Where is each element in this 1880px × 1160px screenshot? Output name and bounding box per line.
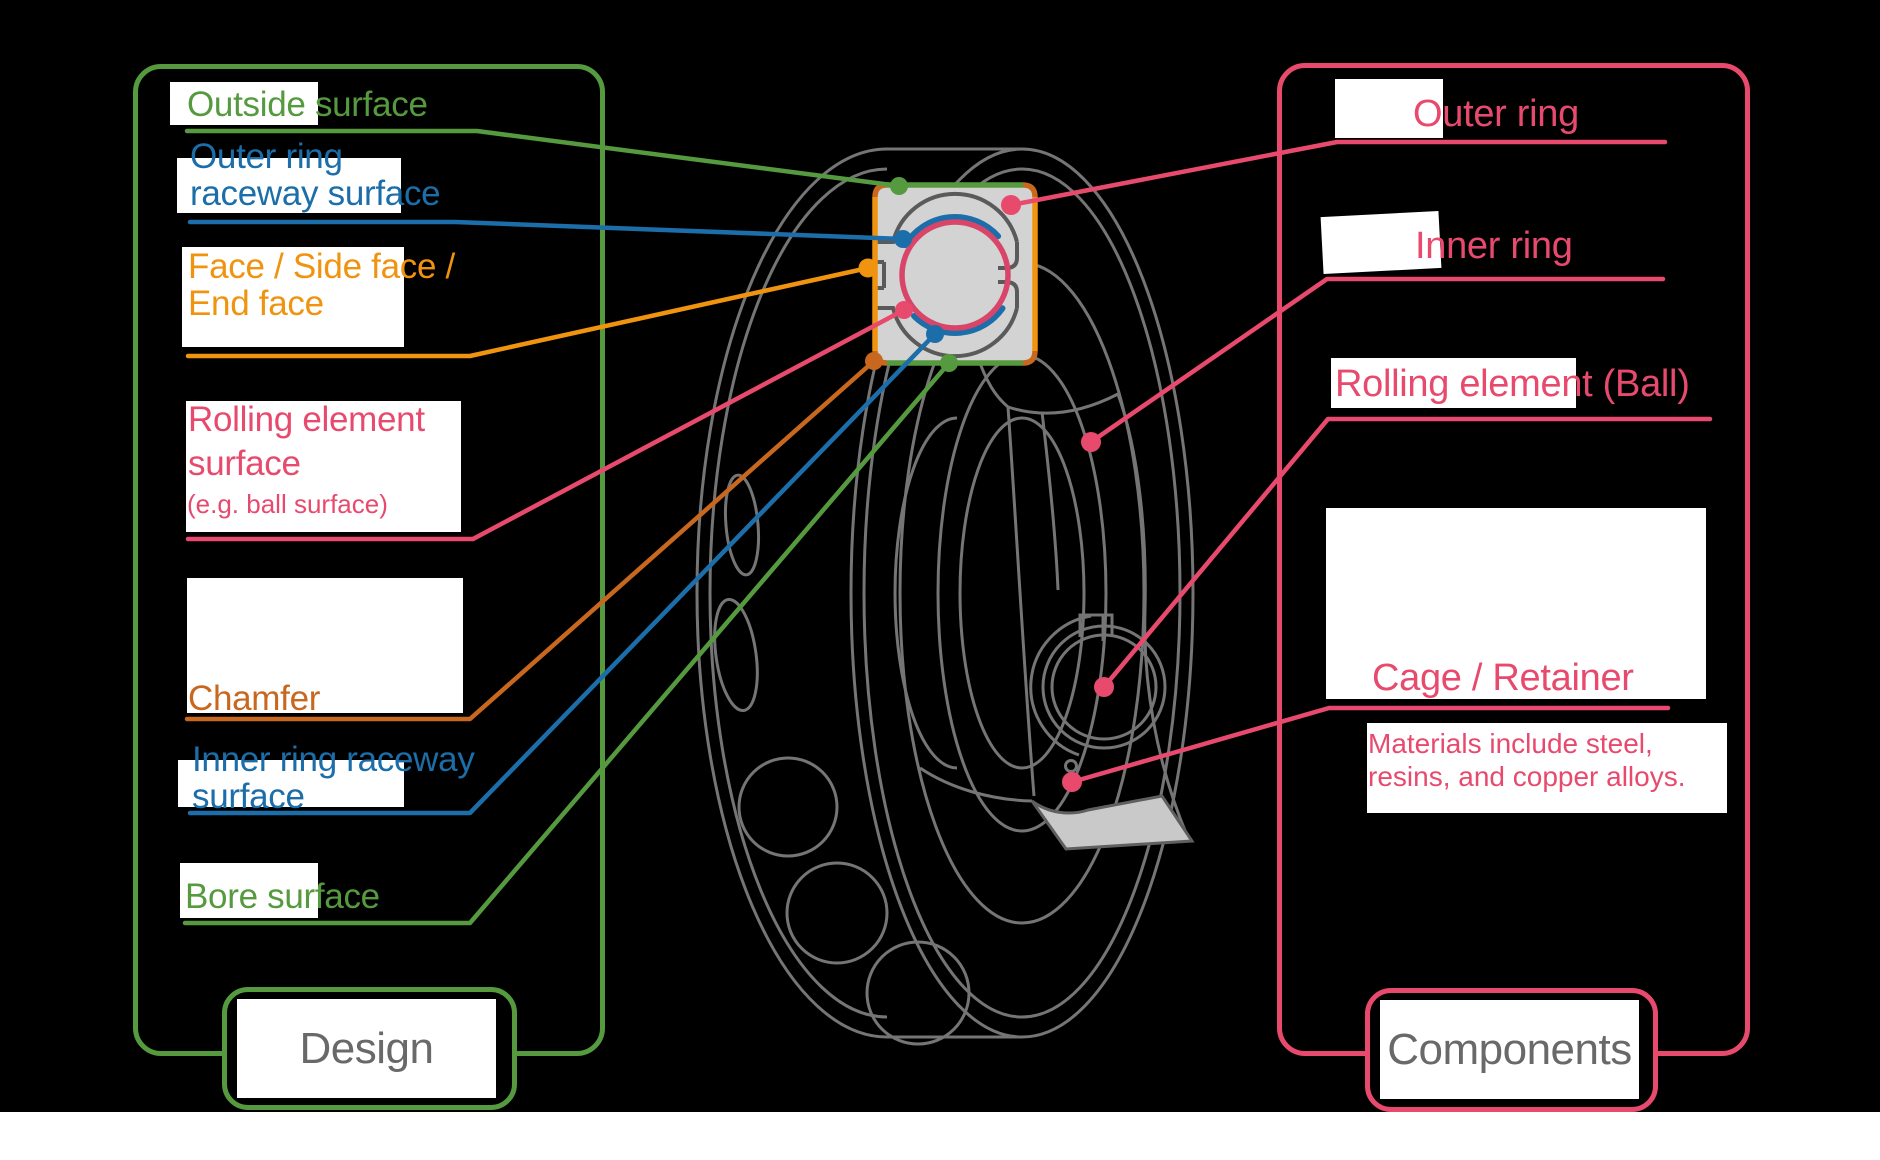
cage-pocket-arc (1029, 614, 1092, 757)
mask-box (1326, 508, 1706, 699)
components-title: Components (1387, 1024, 1632, 1074)
label-text: Face / Side face / (188, 247, 455, 286)
label-text: Inner ring raceway (192, 740, 475, 779)
design-title-inner: Design (237, 999, 496, 1098)
outside-surface-dot (890, 177, 908, 195)
label-text: Outer ring (190, 137, 343, 176)
label-text: resins, and copper alloys. (1368, 761, 1686, 792)
label-text: surface (192, 777, 305, 816)
inner-ring-leader (1088, 276, 1666, 445)
label-bore-surface: Bore surface (185, 878, 380, 915)
label-text: Chamfer (188, 679, 321, 718)
chamfer-dot (865, 352, 883, 370)
mask-box (180, 863, 318, 918)
design-title: Design (299, 1023, 434, 1073)
label-cage: Cage / Retainer (1372, 658, 1634, 698)
cage-dot (1062, 772, 1082, 792)
label-cage-materials: Materials include steel, resins, and cop… (1368, 727, 1686, 793)
rolling-element-surface-dot (895, 301, 913, 319)
chamfer-corners (872, 182, 1038, 366)
mask-box (177, 158, 401, 213)
label-chamfer: Chamfer (188, 680, 320, 717)
label-text: Inner ring (1415, 225, 1573, 267)
cage-rivet (1064, 759, 1078, 773)
cross-section-detail (872, 182, 1038, 366)
anchor-dots (858, 177, 1114, 792)
mask-box (182, 247, 404, 347)
inner-raceway-arc (911, 305, 1006, 336)
face-dot (858, 258, 878, 278)
ball-outline (737, 756, 839, 858)
design-title-box: Design (222, 987, 517, 1110)
chamfer-leader (184, 358, 877, 722)
mask-box (187, 578, 463, 713)
ball-outline (723, 473, 761, 577)
inner-ring-raceway-dot (926, 325, 944, 343)
label-text: Materials include steel, (1368, 728, 1653, 759)
rolling-element-circle (899, 219, 1011, 331)
label-text: (e.g. ball surface) (187, 489, 388, 519)
label-rolling-element: Rolling element (Ball) (1335, 364, 1690, 404)
label-text: Cage / Retainer (1372, 657, 1634, 699)
bore-surface-dot (940, 354, 958, 372)
label-text: Outer ring (1413, 93, 1579, 135)
mask-box (1335, 79, 1443, 138)
label-outside-surface: Outside surface (187, 86, 428, 123)
mask-box (170, 82, 318, 125)
label-text: Bore surface (185, 877, 380, 916)
label-rolling-element-surface: Rolling element surface (188, 398, 425, 486)
bore-surface-leader (182, 360, 952, 926)
label-text: Rolling element (188, 400, 425, 439)
label-inner-ring: Inner ring (1415, 226, 1573, 266)
components-title-inner: Components (1380, 1000, 1639, 1099)
rolling-element-surface-leader (185, 307, 907, 542)
label-rolling-element-note: (e.g. ball surface) (187, 489, 388, 519)
face-leader (185, 265, 871, 359)
rolling-element-dot (1094, 677, 1114, 697)
outside-surface-leader (184, 128, 902, 189)
outer-ring-raceway-leader (187, 219, 906, 242)
label-text: Rolling element (Ball) (1335, 363, 1690, 405)
label-text: End face (188, 284, 324, 323)
mask-box (178, 760, 404, 807)
label-inner-ring-raceway: Inner ring raceway surface (192, 741, 475, 815)
bearing-3d-lineart (695, 147, 1195, 1046)
label-text: raceway surface (190, 174, 441, 213)
ball-outline (713, 597, 759, 713)
ball-outline (785, 861, 889, 965)
label-outer-ring-raceway: Outer ring raceway surface (190, 137, 441, 213)
inner-ring-raceway-leader (187, 331, 938, 816)
mask-box (1331, 358, 1576, 408)
outer-ring-raceway-dot (894, 230, 912, 248)
ball-outline (865, 940, 971, 1046)
inner-ring-dot (1081, 432, 1101, 452)
mask-box (1367, 723, 1727, 813)
cage-prong (1078, 613, 1114, 637)
mask-box (186, 401, 461, 532)
outer-ring-dot (1001, 195, 1021, 215)
label-face: Face / Side face / End face (188, 248, 455, 322)
cage-leader (1069, 705, 1671, 785)
label-text: surface (188, 444, 301, 483)
rolling-element-leader (1101, 416, 1713, 690)
label-text: Outside surface (187, 85, 428, 124)
components-title-box: Components (1365, 988, 1658, 1112)
outer-raceway-arc (902, 214, 1002, 249)
cage-section-slab (1030, 794, 1195, 851)
label-outer-ring: Outer ring (1413, 94, 1579, 134)
outer-ring-leader (1008, 139, 1668, 208)
